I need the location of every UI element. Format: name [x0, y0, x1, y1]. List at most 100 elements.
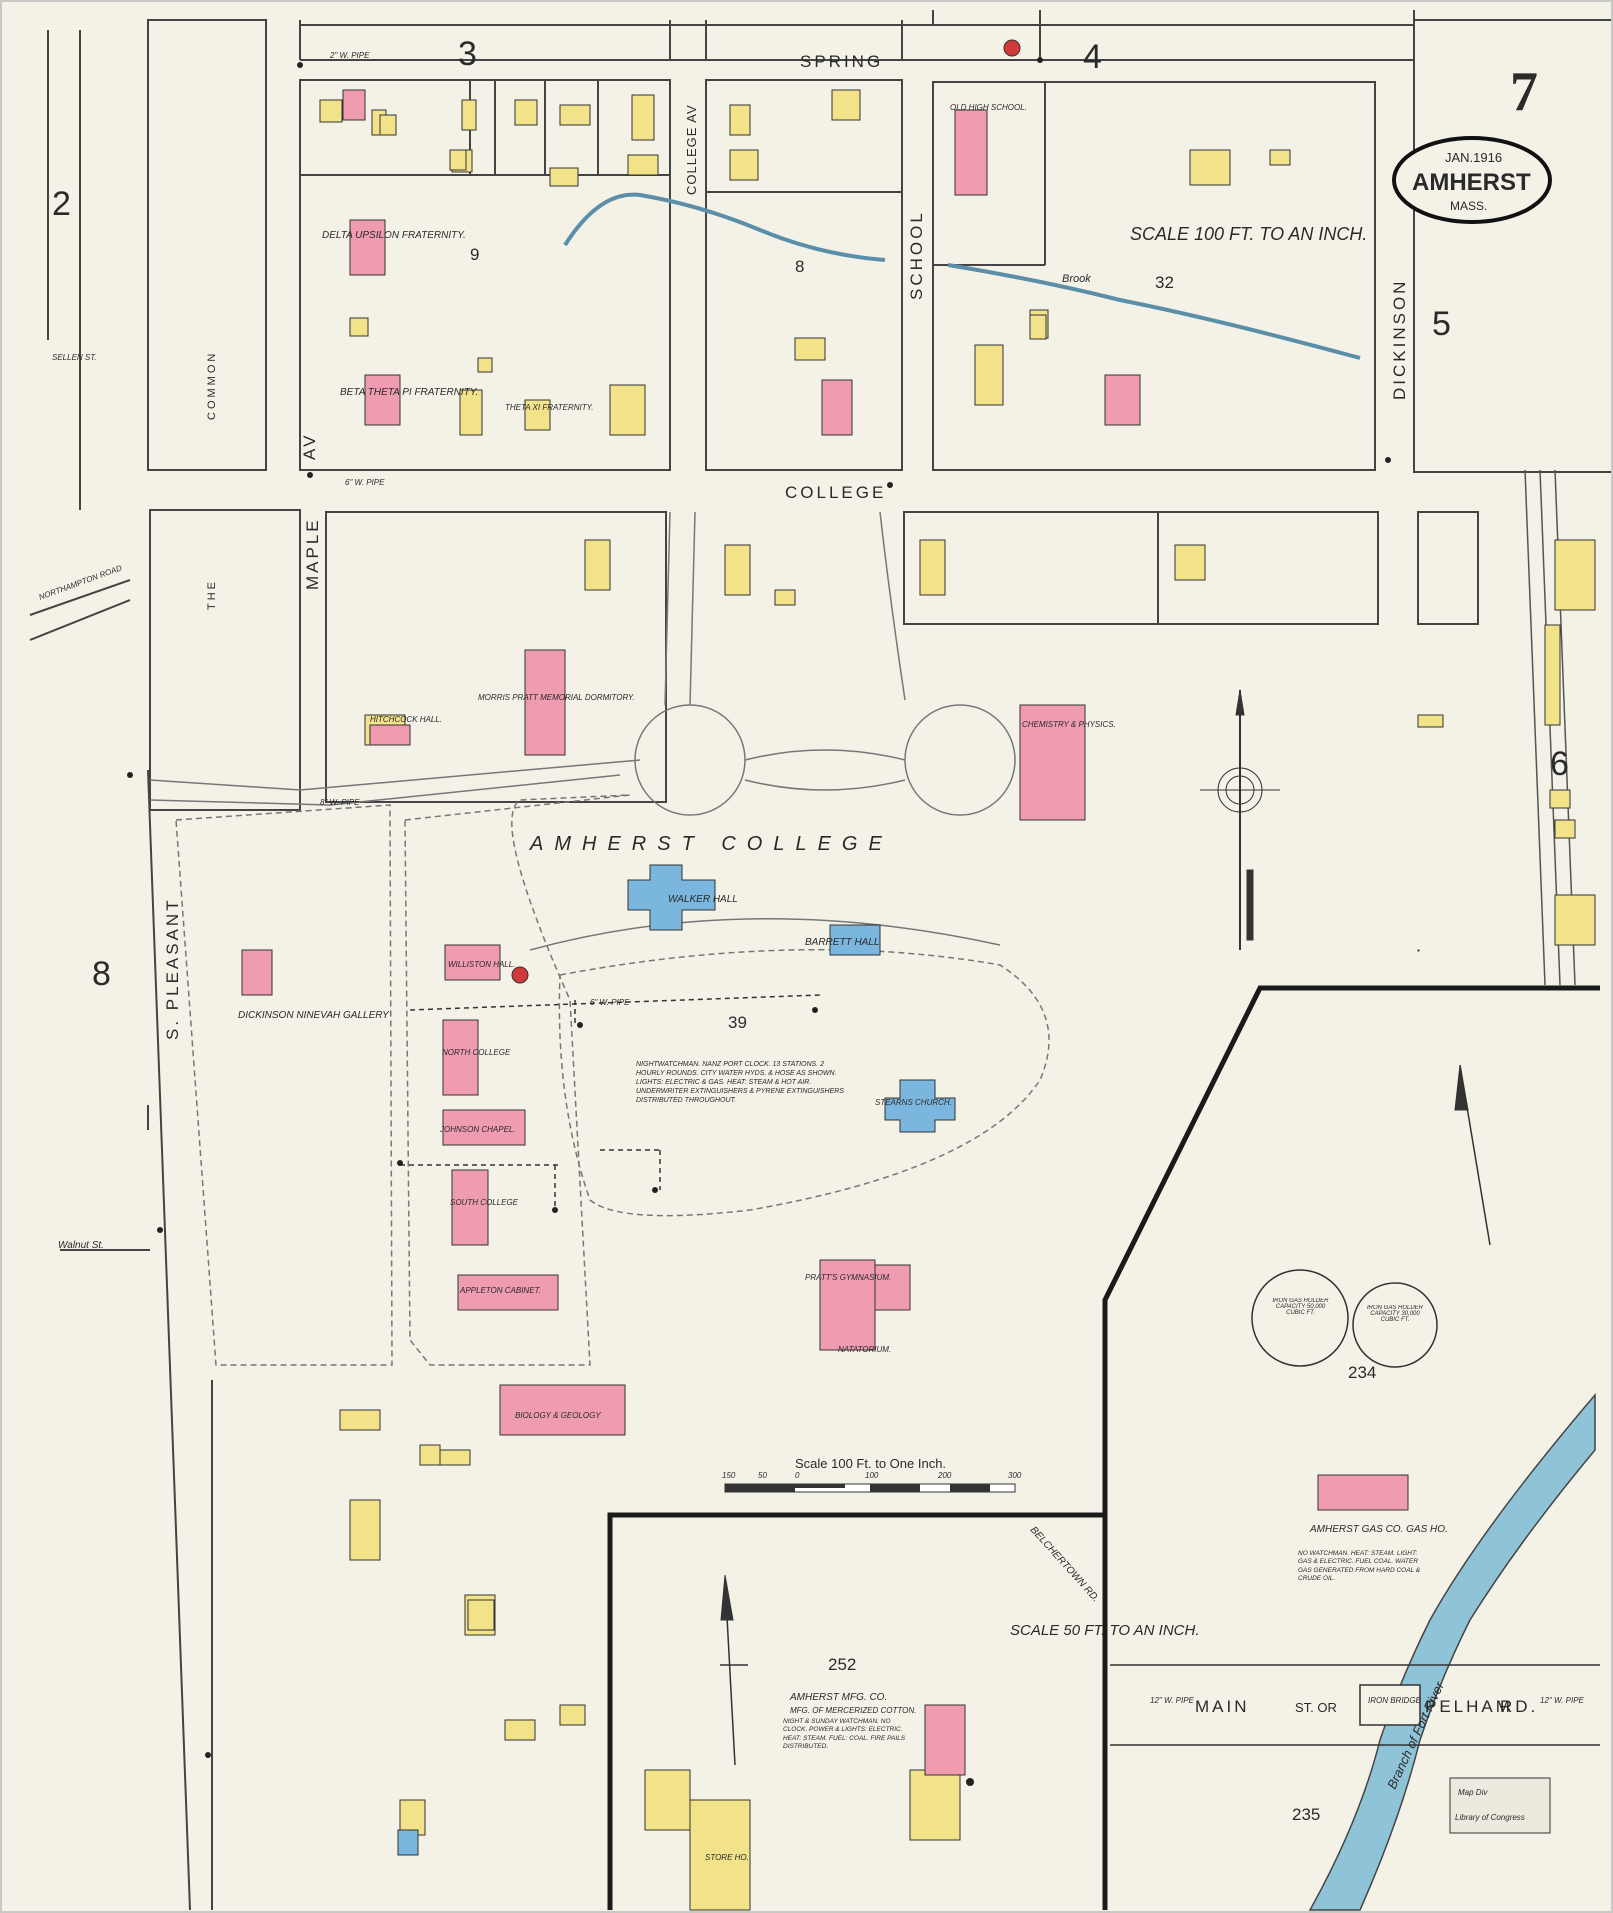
scale-main: SCALE 100 FT. TO AN INCH. — [1130, 224, 1367, 244]
scale-bar — [724, 1483, 1016, 1493]
label-natatorium: NATATORIUM. — [838, 1345, 891, 1354]
street-spring: SPRING — [800, 52, 883, 71]
title-date: JAN.1916 — [1445, 150, 1502, 165]
pipe-label: 8" W. PIPE — [320, 798, 360, 807]
scale-tick: 150 — [722, 1471, 736, 1480]
stamp-line: Library of Congress — [1455, 1813, 1525, 1822]
library-stamp — [1449, 1777, 1551, 1834]
label-dickinson-gallery: DICKINSON NINEVAH GALLERY — [238, 1010, 390, 1021]
block-number: 39 — [728, 1013, 747, 1032]
brook-label: Brook — [1062, 273, 1091, 285]
campus-title: AMHERST COLLEGE — [529, 833, 893, 855]
gas-holder-2-note: IRON GAS HOLDER CAPACITY 30,000 CUBIC FT… — [1367, 1305, 1423, 1323]
street-maple-av: AV — [300, 433, 319, 460]
scale-tick: 200 — [937, 1471, 952, 1480]
valve-dots — [127, 57, 1391, 1786]
scale-tick: 100 — [865, 1471, 879, 1480]
scale-bar-caption: Scale 100 Ft. to One Inch. — [795, 1456, 946, 1471]
adjacent-sheet: 5 — [1432, 305, 1451, 343]
label-store-ho: STORE HO. — [705, 1853, 749, 1862]
label-chemistry: CHEMISTRY & PHYSICS. — [1022, 720, 1116, 729]
pipe-label: 12" W. PIPE — [1540, 1696, 1585, 1705]
pipe-label: 12" W. PIPE — [1150, 1696, 1195, 1705]
label-morris-pratt: MORRIS PRATT MEMORIAL DORMITORY. — [478, 693, 635, 702]
block-number: 8 — [795, 257, 804, 276]
label-williston: WILLISTON HALL. — [448, 960, 515, 969]
brook — [563, 192, 886, 262]
gas-holders — [1251, 1269, 1438, 1368]
gas-holder-1-note: IRON GAS HOLDER CAPACITY 50,000 CUBIC FT… — [1272, 1298, 1328, 1316]
street-the: THE — [206, 579, 218, 610]
street-pelham: PELHAM — [1425, 1697, 1513, 1716]
block-number: 235 — [1292, 1805, 1320, 1824]
title-state: MASS. — [1450, 199, 1487, 213]
label-beta-theta-pi: BETA THETA PI FRATERNITY. — [340, 387, 478, 398]
label-johnson: JOHNSON CHAPEL. — [439, 1125, 516, 1134]
label-appleton: APPLETON CABINET. — [459, 1286, 541, 1295]
block-number: 9 — [470, 245, 479, 264]
stamp-line: Map Div — [1458, 1788, 1488, 1797]
street-college-av: COLLEGE AV — [684, 104, 699, 195]
label-delta-upsilon: DELTA UPSILON FRATERNITY. — [322, 230, 466, 241]
watchman-note: NIGHTWATCHMAN. NANZ PORT CLOCK. 13 STATI… — [636, 1061, 844, 1104]
street-common: COMMON — [206, 351, 218, 420]
gas-co-note: NO WATCHMAN. HEAT: STEAM. LIGHT: GAS & E… — [1298, 1550, 1420, 1582]
street-pleasant: S. PLEASANT — [163, 897, 182, 1040]
pipe-label: 6" W. PIPE — [590, 998, 630, 1007]
street-rd: RD. — [1500, 1697, 1538, 1716]
main-street — [1110, 1664, 1600, 1746]
label-mfg-sub: MFG. OF MERCERIZED COTTON. — [790, 1706, 916, 1715]
adjacent-sheet: 3 — [458, 35, 477, 73]
street-dickinson: DICKINSON — [1390, 279, 1409, 400]
water-pipes — [400, 994, 821, 1210]
title-town: AMHERST — [1412, 169, 1531, 196]
adjacent-sheet: 2 — [52, 185, 71, 223]
label-old-high-school: OLD HIGH SCHOOL. — [950, 103, 1027, 112]
scale-tick: 50 — [758, 1471, 767, 1480]
iron-bridge: IRON BRIDGE — [1368, 1696, 1422, 1705]
brick-buildings — [241, 89, 1409, 1776]
street-school: SCHOOL — [907, 210, 926, 300]
stone-buildings — [397, 864, 956, 1856]
label-biology: BIOLOGY & GEOLOGY — [515, 1411, 601, 1420]
street-college: COLLEGE — [785, 483, 886, 502]
label-mfg-co: AMHERST MFG. CO. — [789, 1692, 887, 1703]
label-hitchcock: HITCHCOCK HALL. — [370, 715, 442, 724]
block-number: 252 — [828, 1655, 856, 1674]
label-barrett: BARRETT HALL — [805, 937, 879, 948]
block-outlines — [29, 10, 1613, 1911]
scale-tick: 0 — [795, 1471, 800, 1480]
label-walker: WALKER HALL — [668, 894, 738, 905]
mfg-note: NIGHT & SUNDAY WATCHMAN. NO CLOCK. POWER… — [783, 1718, 905, 1750]
page-number: 7 — [1510, 61, 1538, 123]
compass-rose — [1200, 689, 1280, 950]
north-arrows — [720, 1064, 1491, 1766]
sheds — [379, 114, 1047, 1631]
scale-tick: 300 — [1008, 1471, 1022, 1480]
river — [1308, 1392, 1596, 1911]
label-gas-co: AMHERST GAS CO. GAS HO. — [1309, 1524, 1448, 1535]
label-stearns: STEARNS CHURCH. — [875, 1098, 952, 1107]
title-box — [1392, 136, 1552, 224]
label-pratt-gym: PRATT'S GYMNASIUM. — [805, 1273, 891, 1282]
street-maple: MAPLE — [303, 517, 322, 590]
label-north-college: NORTH COLLEGE — [442, 1048, 511, 1057]
scale-inset: SCALE 50 FT. TO AN INCH. — [1010, 1622, 1200, 1639]
inset-borders — [607, 985, 1600, 1910]
label-south-college: SOUTH COLLEGE — [450, 1198, 519, 1207]
pipe-label: 2" W. PIPE — [329, 51, 370, 60]
block-number: 32 — [1155, 273, 1174, 292]
adjacent-sheet: 8 — [92, 955, 111, 993]
adjacent-sheet: 6 — [1550, 745, 1569, 783]
street-st-or: ST. OR — [1295, 1700, 1337, 1715]
brook-east — [947, 263, 1361, 360]
pipe-label: 6" W. PIPE — [345, 478, 385, 487]
hydrants — [511, 39, 1021, 984]
street-main: MAIN — [1195, 1697, 1250, 1716]
dwellings — [319, 89, 1596, 1911]
label-theta-xi: THETA XI FRATERNITY. — [505, 403, 593, 412]
street-sellen: SELLEN ST. — [52, 353, 97, 362]
block-number: 234 — [1348, 1363, 1376, 1382]
